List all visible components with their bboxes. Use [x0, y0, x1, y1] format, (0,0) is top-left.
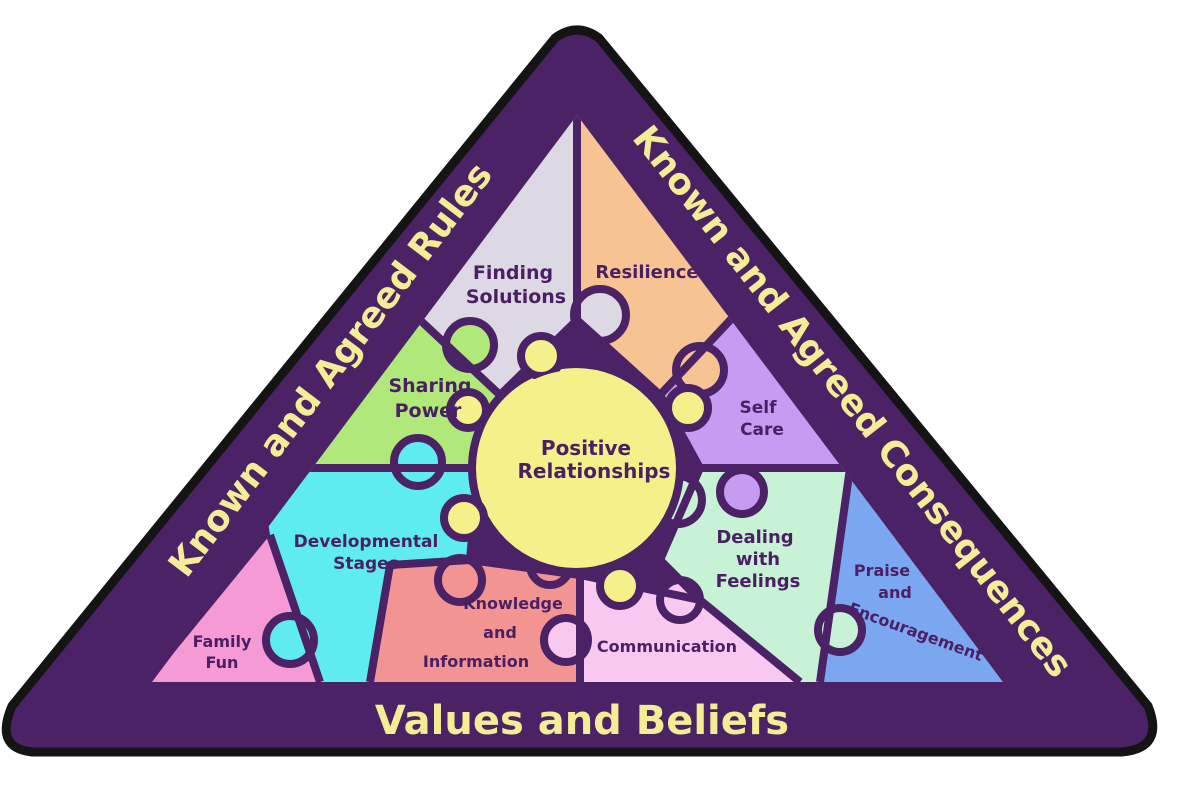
- label-praise-2: and: [878, 583, 912, 602]
- label-self-care-1: Self: [740, 398, 778, 418]
- label-finding-solutions-2: Solutions: [466, 286, 566, 308]
- label-sharing-power-1: Sharing: [388, 375, 471, 397]
- label-dealing-with-feelings-3: Feelings: [716, 571, 801, 592]
- label-resilience: Resilience: [595, 262, 698, 283]
- label-developmental-stages-2: Stages: [333, 554, 399, 574]
- label-family-fun-2: Fun: [206, 653, 239, 672]
- tab-developmental-stages: [390, 434, 446, 490]
- label-finding-solutions-1: Finding: [473, 262, 553, 284]
- label-knowledge-1: Knowledge: [463, 594, 563, 613]
- tab-self-care: [716, 466, 768, 518]
- center-label-line2: Relationships: [518, 459, 671, 483]
- tab-finding-solutions: [570, 285, 630, 345]
- piece-knowledge-and-information: [370, 560, 580, 682]
- label-family-fun-1: Family: [193, 632, 252, 651]
- label-knowledge-3: Information: [423, 652, 529, 671]
- label-communication: Communication: [597, 637, 737, 656]
- label-dealing-with-feelings-1: Dealing: [716, 527, 793, 548]
- center-gear-core: [478, 370, 674, 566]
- bottom-edge-label: Values and Beliefs: [375, 698, 789, 744]
- label-dealing-with-feelings-2: with: [736, 549, 780, 570]
- label-developmental-stages-1: Developmental: [294, 532, 439, 552]
- label-knowledge-2: and: [483, 623, 517, 642]
- piece-praise-and-encouragement: [820, 468, 1003, 682]
- label-sharing-power-2: Power: [395, 400, 462, 422]
- center-label-line1: Positive: [541, 436, 631, 460]
- piece-dealing-with-feelings: [660, 468, 850, 682]
- label-praise-1: Praise: [854, 561, 910, 580]
- label-self-care-2: Care: [740, 420, 784, 440]
